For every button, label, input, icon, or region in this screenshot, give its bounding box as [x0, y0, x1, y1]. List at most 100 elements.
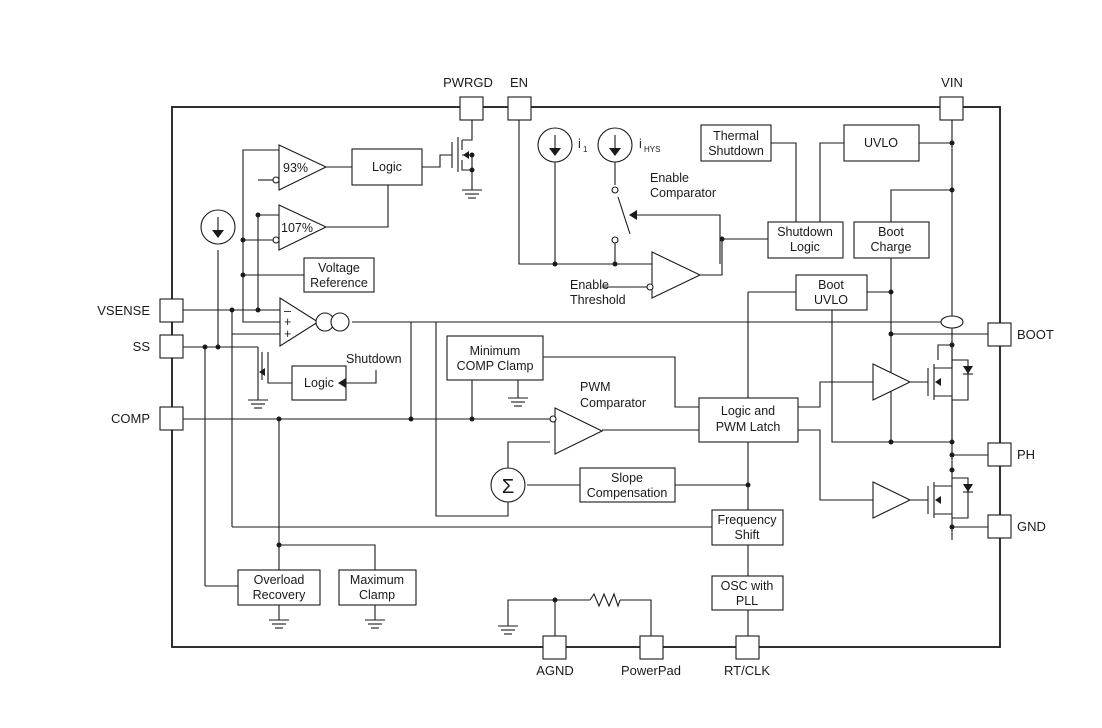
- pwm-comparator-label-2: Comparator: [580, 396, 646, 410]
- comparator-107: 107%: [272, 204, 328, 251]
- high-side-driver: [872, 363, 912, 401]
- svg-text:Minimum: Minimum: [470, 344, 521, 358]
- pin-agnd: AGND: [536, 635, 574, 678]
- svg-text:Logic: Logic: [790, 240, 820, 254]
- svg-text:Overload: Overload: [254, 573, 305, 587]
- slope-compensation-block: Slope Compensation: [579, 467, 676, 503]
- logic-pwm-latch-block: Logic and PWM Latch: [698, 397, 799, 443]
- enable-threshold-label-2: Threshold: [570, 293, 626, 307]
- uvlo-block: UVLO: [843, 124, 920, 162]
- high-side-fet: [927, 344, 973, 442]
- svg-text:Shutdown: Shutdown: [777, 225, 833, 239]
- pin-boot-label: BOOT: [1017, 327, 1054, 342]
- svg-text:COMP Clamp: COMP Clamp: [457, 359, 534, 373]
- shutdown-label: Shutdown: [346, 352, 402, 366]
- pin-rtclk: RT/CLK: [724, 635, 770, 678]
- device-outline: [171, 106, 1001, 648]
- pin-gnd-label: GND: [1017, 519, 1046, 534]
- ss-discharge-fet: [248, 347, 269, 409]
- comparator-107-label: 107%: [281, 221, 313, 235]
- enable-comparator-label-1: Enable: [650, 171, 689, 185]
- enable-comparator-label-2: Comparator: [650, 186, 716, 200]
- svg-text:PLL: PLL: [736, 594, 758, 608]
- pin-vsense: VSENSE: [97, 298, 184, 323]
- pin-pwrgd: PWRGD: [443, 75, 493, 121]
- junction-dots: [202, 140, 955, 603]
- minimum-comp-clamp-block: Minimum COMP Clamp: [446, 335, 544, 381]
- ground-symbols: [269, 397, 528, 635]
- wires-middle: [411, 120, 945, 636]
- osc-pll-block: OSC with PLL: [711, 575, 784, 611]
- svg-text:i: i: [639, 137, 642, 151]
- pin-ph: PH: [987, 442, 1035, 467]
- enable-comparator: [646, 251, 702, 299]
- svg-text:Clamp: Clamp: [359, 588, 395, 602]
- svg-text:UVLO: UVLO: [814, 293, 848, 307]
- svg-text:Maximum: Maximum: [350, 573, 404, 587]
- logic-block-ss: Logic: [291, 365, 347, 401]
- svg-text:Thermal: Thermal: [713, 129, 759, 143]
- pin-vsense-label: VSENSE: [97, 303, 150, 318]
- svg-text:Shutdown: Shutdown: [708, 144, 764, 158]
- low-side-driver: [872, 481, 912, 519]
- pin-vin: VIN: [939, 75, 964, 121]
- pin-boot: BOOT: [987, 322, 1054, 347]
- pin-powerpad: PowerPad: [621, 635, 681, 678]
- boot-sense-coil: [940, 315, 964, 329]
- svg-text:i: i: [578, 137, 581, 151]
- svg-text:Shift: Shift: [734, 528, 760, 542]
- pin-agnd-label: AGND: [536, 663, 574, 678]
- comparator-93-label: 93%: [283, 161, 308, 175]
- maximum-clamp-block: Maximum Clamp: [338, 569, 417, 606]
- svg-text:Compensation: Compensation: [587, 486, 668, 500]
- low-side-fet: [927, 477, 973, 519]
- pwrgd-fet: [451, 120, 482, 199]
- svg-text:Logic and: Logic and: [721, 404, 775, 418]
- pin-ph-label: PH: [1017, 447, 1035, 462]
- svg-text:Voltage: Voltage: [318, 261, 360, 275]
- svg-text:1: 1: [583, 145, 588, 154]
- ea-plus1-label: +: [284, 315, 291, 329]
- pin-powerpad-label: PowerPad: [621, 663, 681, 678]
- current-source-ss: [200, 209, 236, 245]
- pin-rtclk-label: RT/CLK: [724, 663, 770, 678]
- error-amplifier: – + +: [279, 297, 350, 347]
- svg-text:Charge: Charge: [871, 240, 912, 254]
- shutdown-arrow: [338, 378, 346, 388]
- summing-node: Σ: [490, 467, 526, 503]
- pwm-comparator-label-1: PWM: [580, 380, 611, 394]
- pin-ss: SS: [133, 334, 184, 359]
- pin-comp-label: COMP: [111, 411, 150, 426]
- shutdown-logic-block: Shutdown Logic: [767, 221, 844, 259]
- switch-arrow: [629, 210, 637, 220]
- pin-en-label: EN: [510, 75, 528, 90]
- svg-text:Recovery: Recovery: [253, 588, 307, 602]
- current-source-i1: i 1: [537, 127, 588, 163]
- pin-ss-label: SS: [133, 339, 151, 354]
- overload-recovery-block: Overload Recovery: [237, 569, 321, 606]
- pin-vin-label: VIN: [941, 75, 963, 90]
- wires-right: [771, 120, 988, 540]
- svg-text:Slope: Slope: [611, 471, 643, 485]
- boot-charge-block: Boot Charge: [853, 221, 930, 259]
- enable-threshold-label-1: Enable: [570, 278, 609, 292]
- current-source-ihys: i HYS: [597, 127, 660, 163]
- comparator-93: 93%: [272, 144, 328, 191]
- svg-text:Frequency: Frequency: [717, 513, 777, 527]
- svg-text:Boot: Boot: [878, 225, 904, 239]
- pin-comp: COMP: [111, 406, 184, 431]
- logic-block-top: Logic: [351, 148, 423, 186]
- ea-plus2-label: +: [284, 327, 291, 341]
- powerpad-resistor: [589, 592, 621, 608]
- pwm-comparator: [549, 407, 604, 455]
- ea-minus-label: –: [284, 304, 291, 318]
- boot-uvlo-block: Boot UVLO: [795, 274, 868, 311]
- svg-text:Logic: Logic: [372, 160, 402, 174]
- svg-text:HYS: HYS: [644, 145, 660, 154]
- svg-text:UVLO: UVLO: [864, 136, 898, 150]
- pin-pwrgd-label: PWRGD: [443, 75, 493, 90]
- svg-text:PWM Latch: PWM Latch: [716, 420, 781, 434]
- switch-contact-bottom: [611, 236, 619, 244]
- pin-gnd: GND: [987, 514, 1046, 539]
